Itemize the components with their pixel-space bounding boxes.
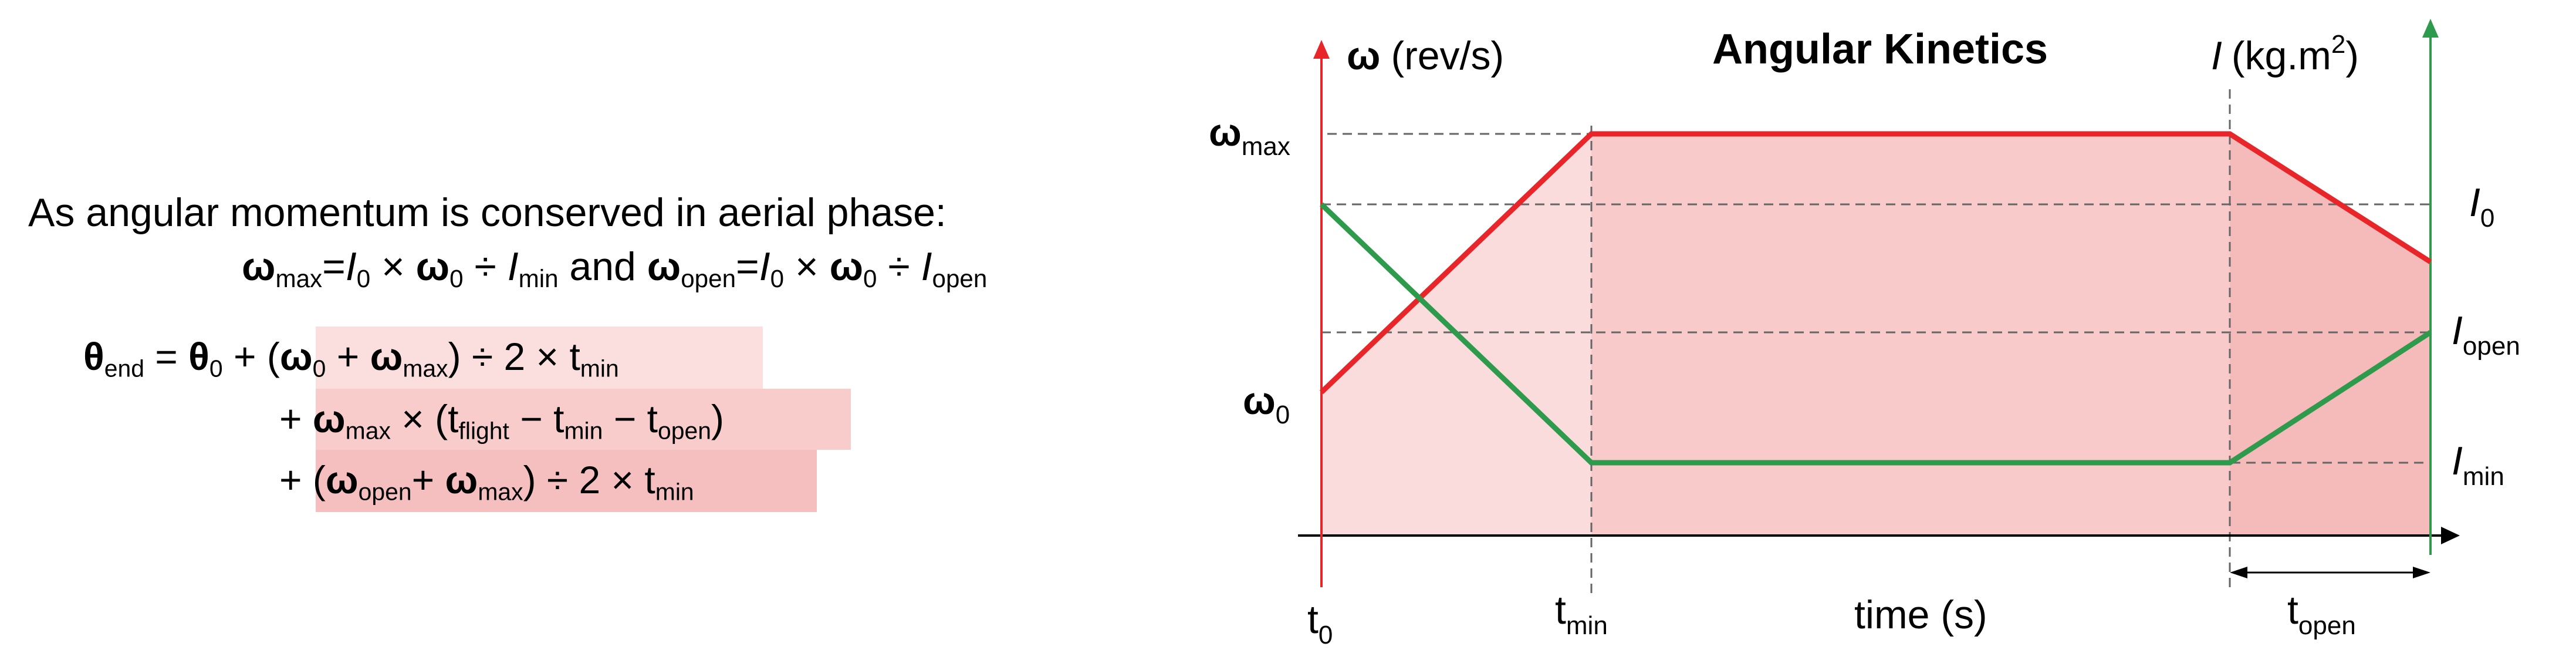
- inertia-axis-arrowhead: [2422, 19, 2439, 38]
- x-axis-arrowhead: [2441, 527, 2460, 544]
- chart-title: Angular Kinetics: [1712, 26, 2048, 73]
- omega-axis-arrowhead: [1313, 40, 1330, 59]
- omega-zero-label: ω0: [1243, 379, 1290, 429]
- inertia-series-line: [1319, 202, 2432, 466]
- omega-series-line: [1319, 131, 2432, 395]
- theta-formula-line3: + (ωopen+ ωmax) ÷ 2 × tmin: [279, 458, 694, 506]
- t0-tick-label: t0: [1307, 597, 1333, 649]
- omega-axis-label: ω(rev/s): [1347, 33, 1504, 78]
- term1-highlight: [316, 326, 763, 389]
- imin-label: Imin: [2452, 439, 2504, 491]
- i0-label: I0: [2469, 180, 2494, 233]
- topen-dimension-arrow: [2230, 567, 2430, 578]
- term2-highlight: [316, 389, 851, 450]
- inertia-axis-label: I(kg.m2): [2211, 30, 2359, 78]
- topen-tick-label: topen: [2287, 588, 2356, 640]
- omega-max-label: ωmax: [1209, 110, 1290, 161]
- iopen-label: Iopen: [2452, 308, 2520, 361]
- theta-formula-line2: + ωmax × (tflight − tmin − topen): [279, 397, 724, 445]
- area-opening: [2230, 134, 2430, 536]
- intro-text: As angular momentum is conserved in aeri…: [28, 190, 946, 235]
- term3-highlight: [316, 450, 817, 512]
- omega-symbol: ω: [242, 244, 276, 289]
- conservation-equation: ωmax=I0 × ω0 ÷ Imin and ωopen=I0 × ω0 ÷ …: [242, 244, 988, 292]
- area-full-rotation: [1591, 134, 2230, 536]
- tmin-tick-label: tmin: [1555, 588, 1608, 640]
- x-axis-title: time (s): [1854, 592, 1987, 637]
- theta-formula-line1: θend = θ0 + (ω0 + ωmax) ÷ 2 × tmin: [83, 335, 619, 382]
